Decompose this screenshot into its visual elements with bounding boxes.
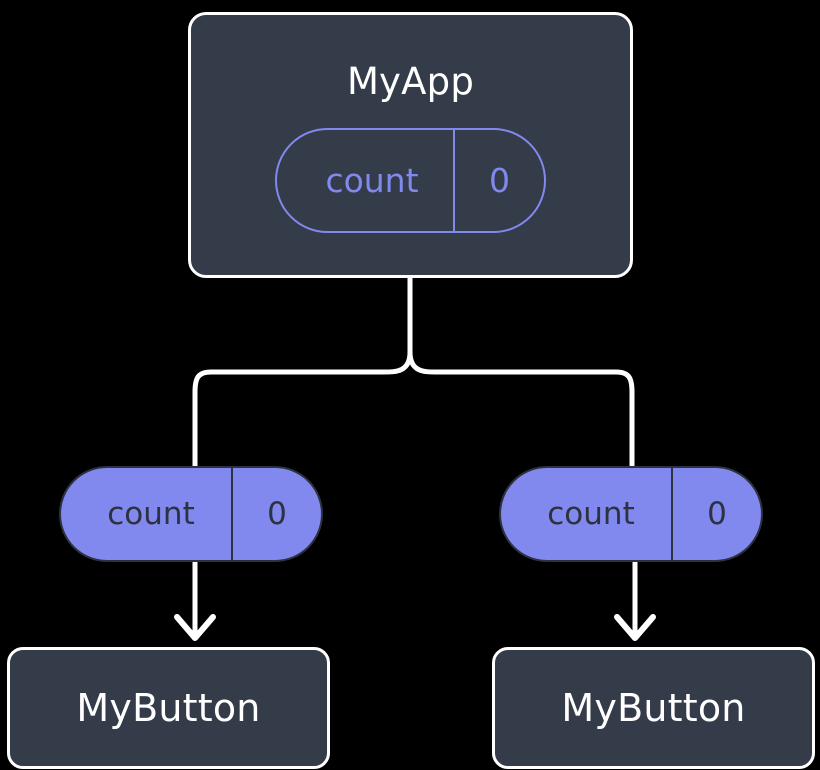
prop-pill-child-1-value: 0 — [707, 495, 727, 532]
arrow-head-right-icon — [614, 614, 656, 641]
state-pill-root[interactable]: count 0 — [275, 128, 546, 233]
component-name-child-0: MyButton — [76, 686, 261, 730]
component-name-child-1: MyButton — [561, 686, 746, 730]
prop-pill-child-1[interactable]: count 0 — [499, 466, 763, 562]
state-pill-root-value: 0 — [489, 161, 510, 200]
state-pill-root-key: count — [277, 130, 455, 231]
wire-branch-left — [192, 349, 413, 469]
component-node-child-1[interactable]: MyButton — [492, 647, 815, 769]
prop-pill-child-0-value: 0 — [267, 495, 287, 532]
prop-pill-child-0[interactable]: count 0 — [59, 466, 323, 562]
arrow-head-left-icon — [174, 614, 216, 641]
prop-pill-child-0-key: count — [61, 468, 233, 560]
component-name-root: MyApp — [346, 60, 475, 103]
component-node-child-0[interactable]: MyButton — [7, 647, 330, 769]
wire-branch-right — [407, 349, 635, 469]
prop-pill-child-1-key: count — [501, 468, 673, 560]
